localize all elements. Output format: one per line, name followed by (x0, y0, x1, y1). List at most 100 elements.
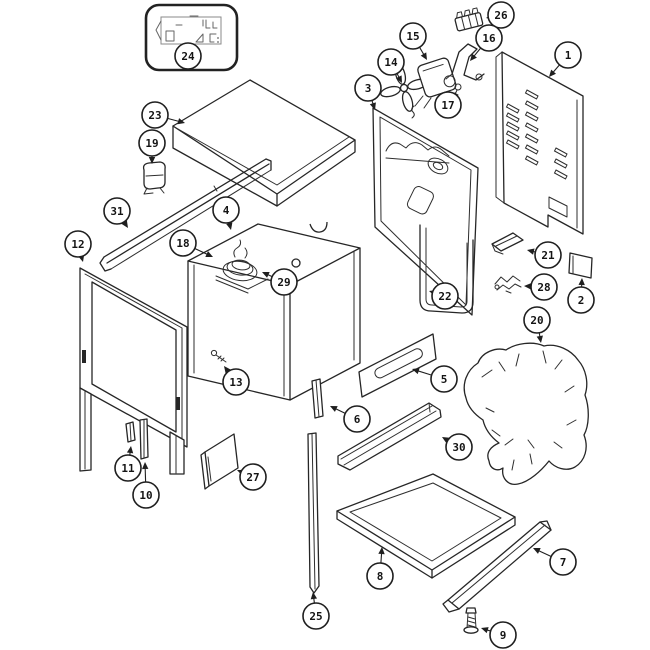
leader-arrow-16 (470, 53, 477, 61)
leader-arrow-28 (524, 283, 532, 290)
callout-27: 27 (237, 463, 267, 491)
leader-arrow-5 (412, 368, 420, 375)
callout-25: 25 (302, 592, 330, 630)
callout-14: 14 (377, 48, 405, 83)
callout-number-22: 22 (438, 290, 451, 303)
part-oven-body (187, 221, 361, 401)
part-top-trim-rail (99, 158, 272, 272)
leader-arrow-11 (126, 446, 134, 454)
part-motor-bracket (445, 43, 485, 81)
callout-balloon-11 (114, 454, 142, 482)
callout-balloon-13 (222, 368, 250, 396)
leader-arrow-21 (527, 248, 535, 255)
callout-number-16: 16 (482, 32, 496, 45)
callout-number-19: 19 (145, 137, 158, 150)
callout-balloon-22 (431, 282, 459, 310)
leader-arrow-23 (177, 118, 185, 125)
callout-balloon-10 (132, 481, 160, 509)
callout-number-6: 6 (354, 413, 361, 426)
callout-number-15: 15 (406, 30, 419, 43)
callout-balloon-21 (534, 241, 562, 269)
callout-29: 29 (262, 268, 298, 296)
callout-number-10: 10 (139, 489, 152, 502)
callout-number-13: 13 (229, 376, 242, 389)
leader-arrow-13 (224, 366, 231, 374)
callout-15: 15 (399, 22, 427, 60)
part-leveling-leg (463, 607, 479, 634)
callout-number-30: 30 (452, 441, 465, 454)
callout-22: 22 (429, 282, 459, 310)
callout-number-29: 29 (277, 276, 290, 289)
callout-19: 19 (138, 129, 166, 164)
part-side-frame (79, 267, 188, 475)
callout-number-11: 11 (121, 462, 135, 475)
part-rear-panel (372, 107, 479, 316)
leader-arrow-3 (369, 102, 376, 110)
callout-number-12: 12 (71, 238, 84, 251)
part-broil-element (215, 239, 269, 294)
callout-16: 16 (470, 24, 503, 61)
part-vent-panel-5 (358, 333, 437, 398)
leader-arrow-4 (226, 222, 233, 230)
callout-number-1: 1 (565, 49, 572, 62)
callout-balloon-18 (169, 229, 197, 257)
callout-number-8: 8 (377, 570, 384, 583)
callout-18: 18 (169, 229, 213, 257)
part-side-spacer-panel (200, 433, 239, 490)
part-trim-strip-25 (307, 432, 320, 594)
callout-4: 4 (212, 196, 240, 230)
callout-balloon-19 (138, 129, 166, 157)
callout-number-25: 25 (309, 610, 322, 623)
callout-5: 5 (412, 365, 458, 393)
part-main-top (172, 79, 356, 207)
callout-number-7: 7 (560, 556, 567, 569)
leader-arrow-1 (549, 69, 556, 77)
leader-arrow-19 (148, 157, 156, 164)
callout-balloon-3 (354, 74, 382, 102)
callout-number-21: 21 (541, 249, 555, 262)
callout-23: 23 (141, 101, 185, 129)
callout-20: 20 (523, 306, 551, 343)
callout-balloon-30 (445, 433, 473, 461)
part-front-rail-7 (442, 520, 552, 613)
callout-number-18: 18 (176, 237, 189, 250)
callout-8: 8 (366, 547, 394, 590)
callout-balloon-27 (239, 463, 267, 491)
callout-17: 17 (434, 91, 462, 119)
part-plate-2 (568, 252, 593, 279)
callout-number-4: 4 (223, 204, 230, 217)
callout-balloon-1 (554, 41, 582, 69)
callout-31: 31 (103, 197, 131, 228)
callout-30: 30 (442, 433, 473, 461)
callout-number-20: 20 (530, 314, 543, 327)
callout-balloon-20 (523, 306, 551, 334)
leader-arrow-15 (420, 52, 427, 60)
part-clip-28 (494, 275, 522, 294)
leader-arrow-2 (578, 278, 585, 286)
leader-arrow-20 (536, 335, 543, 343)
callout-28: 28 (524, 273, 558, 301)
callout-balloon-26 (487, 1, 515, 29)
leader-arrow-31 (121, 220, 128, 228)
callout-balloon-14 (377, 48, 405, 76)
callout-number-24: 24 (181, 50, 195, 63)
callout-1: 1 (549, 41, 582, 77)
callout-13: 13 (222, 366, 250, 396)
leader-arrow-9 (481, 627, 489, 634)
callout-balloon-28 (530, 273, 558, 301)
callout-11: 11 (114, 446, 142, 482)
callout-6: 6 (330, 405, 371, 433)
callout-balloon-9 (489, 621, 517, 649)
leader-arrow-14 (395, 75, 402, 83)
part-strip-6 (311, 378, 324, 419)
leader-arrow-8 (378, 547, 385, 555)
callout-balloon-29 (270, 268, 298, 296)
callout-balloon-16 (475, 24, 503, 52)
leader-arrow-18 (205, 251, 213, 257)
callout-10: 10 (132, 462, 160, 509)
callout-balloon-5 (430, 365, 458, 393)
callout-balloon-7 (549, 548, 577, 576)
callout-number-5: 5 (441, 373, 448, 386)
callout-2: 2 (567, 278, 595, 314)
